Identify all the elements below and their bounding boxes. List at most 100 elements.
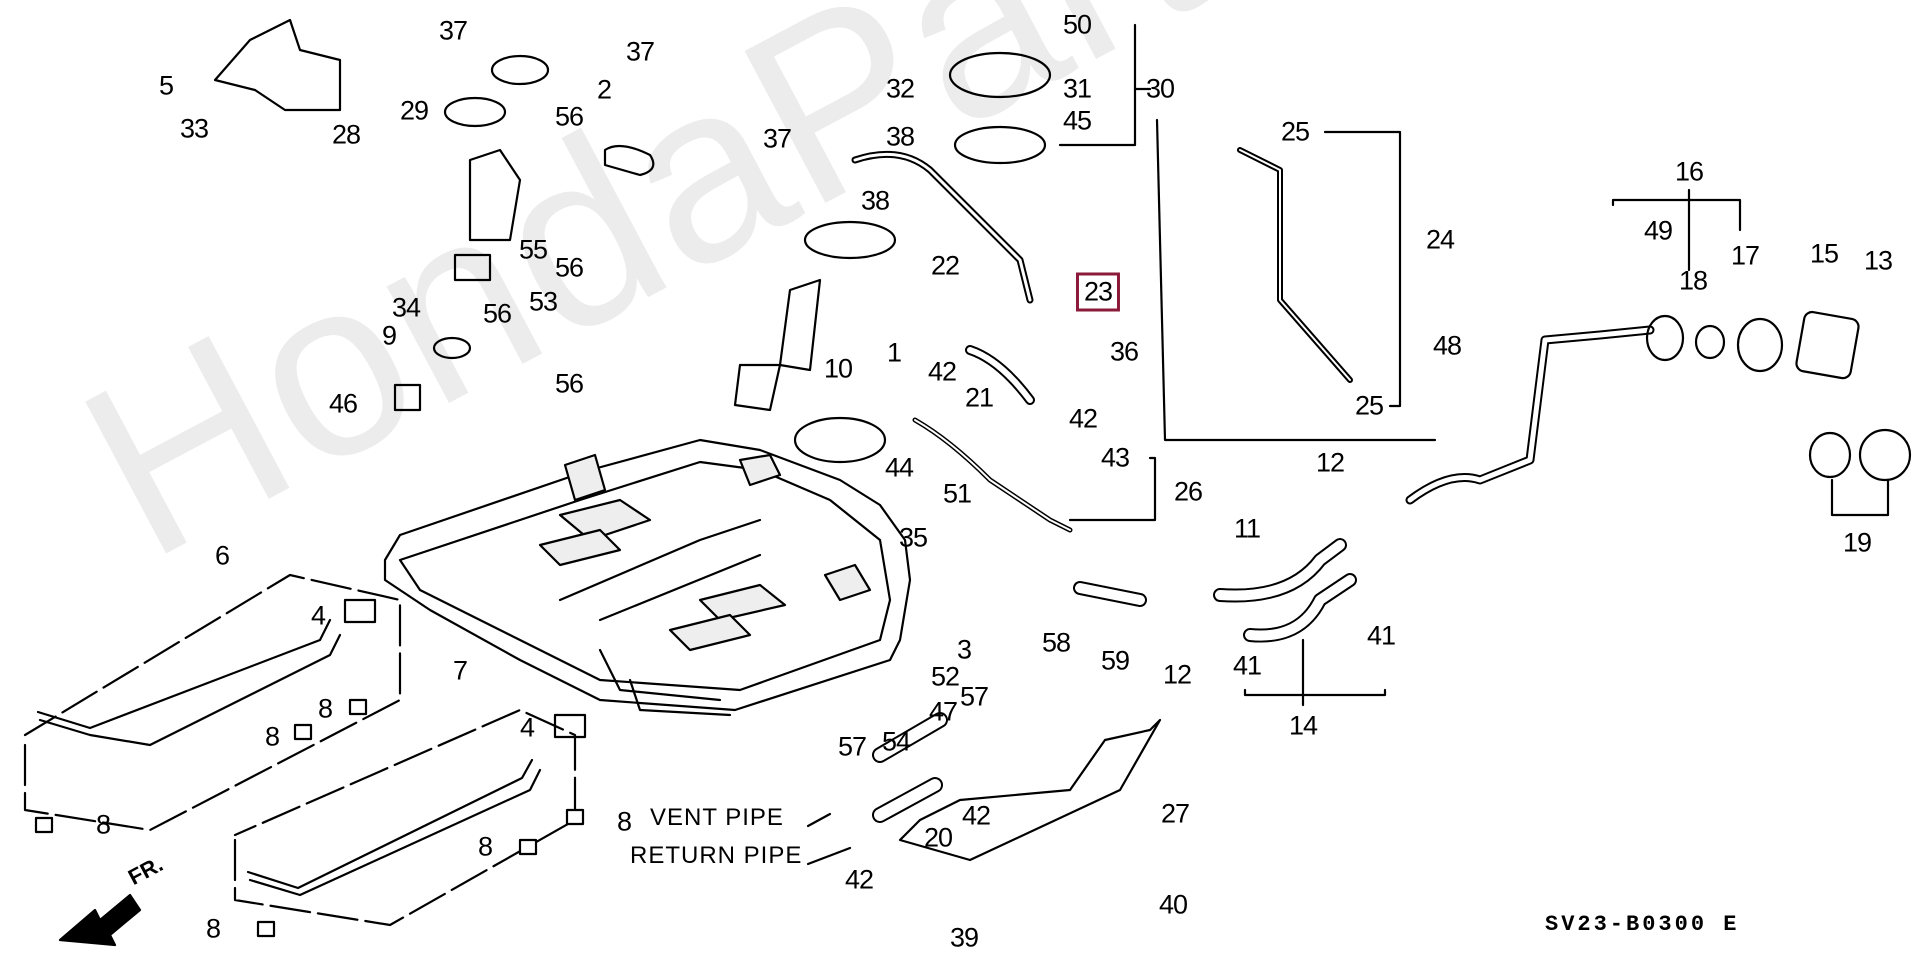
- protector-27: [898, 718, 1162, 862]
- bracket-4-b: [553, 713, 587, 739]
- callout-part-12[interactable]: 12: [1315, 447, 1345, 478]
- callout-part-42[interactable]: 42: [961, 800, 991, 831]
- bracket-4-a: [343, 598, 377, 624]
- callout-part-36[interactable]: 36: [1109, 336, 1139, 367]
- fuel-gauge-sender-28: [468, 148, 522, 242]
- callout-part-53[interactable]: 53: [528, 286, 558, 317]
- vent-arrow: [806, 812, 832, 828]
- callout-part-25[interactable]: 25: [1280, 116, 1310, 147]
- callout-part-8[interactable]: 8: [264, 721, 280, 752]
- callout-part-57[interactable]: 57: [837, 731, 867, 762]
- callout-part-42[interactable]: 42: [927, 356, 957, 387]
- callout-part-4[interactable]: 4: [310, 600, 326, 631]
- callout-part-47[interactable]: 47: [928, 696, 958, 727]
- callout-part-22[interactable]: 22: [930, 250, 960, 281]
- callout-part-6[interactable]: 6: [214, 540, 230, 571]
- bolts-8: [34, 698, 585, 938]
- callout-part-12[interactable]: 12: [1162, 659, 1192, 690]
- bracket-5: [213, 18, 342, 112]
- callout-part-48[interactable]: 48: [1432, 330, 1462, 361]
- callout-part-27[interactable]: 27: [1160, 798, 1190, 829]
- base-15: [1795, 310, 1860, 380]
- callout-part-9[interactable]: 9: [381, 320, 397, 351]
- callout-part-54[interactable]: 54: [881, 726, 911, 757]
- callout-part-41[interactable]: 41: [1232, 650, 1262, 681]
- callout-part-41[interactable]: 41: [1366, 620, 1396, 651]
- callout-part-33[interactable]: 33: [179, 113, 209, 144]
- pipe-24: [1237, 147, 1353, 383]
- callout-part-23-highlighted[interactable]: 23: [1075, 272, 1121, 312]
- callout-part-45[interactable]: 45: [1062, 105, 1092, 136]
- sender-float: [453, 253, 492, 282]
- callout-part-34[interactable]: 34: [391, 292, 421, 323]
- callout-part-7[interactable]: 7: [452, 655, 468, 686]
- callout-part-2[interactable]: 2: [596, 74, 612, 105]
- callout-part-32[interactable]: 32: [885, 73, 915, 104]
- callout-part-25[interactable]: 25: [1354, 390, 1384, 421]
- callout-part-40[interactable]: 40: [1158, 889, 1188, 920]
- cap-9: [432, 336, 472, 360]
- callout-part-44[interactable]: 44: [884, 452, 914, 483]
- callout-part-11[interactable]: 11: [1233, 513, 1261, 544]
- callout-part-38[interactable]: 38: [860, 185, 890, 216]
- callout-part-56[interactable]: 56: [554, 252, 584, 283]
- callout-part-46[interactable]: 46: [328, 388, 358, 419]
- callout-part-21[interactable]: 21: [964, 382, 994, 413]
- callout-part-19[interactable]: 19: [1842, 527, 1872, 558]
- valve-2: [603, 144, 655, 177]
- callout-part-31[interactable]: 31: [1062, 73, 1092, 104]
- callout-part-50[interactable]: 50: [1062, 9, 1092, 40]
- callout-part-4[interactable]: 4: [519, 712, 535, 743]
- callout-part-55[interactable]: 55: [518, 234, 548, 265]
- callout-part-8[interactable]: 8: [95, 809, 111, 840]
- callout-part-49[interactable]: 49: [1643, 215, 1673, 246]
- callout-part-13[interactable]: 13: [1863, 245, 1893, 276]
- callout-part-20[interactable]: 20: [923, 822, 953, 853]
- callout-part-58[interactable]: 58: [1041, 627, 1071, 658]
- pump-cover-31: [948, 51, 1052, 99]
- callout-part-39[interactable]: 39: [949, 922, 979, 953]
- callout-part-18[interactable]: 18: [1678, 265, 1708, 296]
- callout-part-35[interactable]: 35: [898, 522, 928, 553]
- callout-part-30[interactable]: 30: [1145, 73, 1175, 104]
- callout-part-15[interactable]: 15: [1809, 238, 1839, 269]
- callout-part-8[interactable]: 8: [317, 693, 333, 724]
- callout-part-56[interactable]: 56: [482, 298, 512, 329]
- callout-part-28[interactable]: 28: [331, 119, 361, 150]
- callout-part-38[interactable]: 38: [885, 121, 915, 152]
- callout-part-16[interactable]: 16: [1674, 156, 1704, 187]
- fuel-cap-19: [1858, 428, 1912, 482]
- callout-part-10[interactable]: 10: [823, 353, 853, 384]
- callout-part-42[interactable]: 42: [844, 864, 874, 895]
- callout-part-24[interactable]: 24: [1425, 224, 1455, 255]
- callout-part-43[interactable]: 43: [1100, 442, 1130, 473]
- gasket-10: [793, 416, 887, 464]
- callout-part-37[interactable]: 37: [625, 36, 655, 67]
- callout-part-1[interactable]: 1: [886, 337, 902, 368]
- front-arrow-icon: [58, 893, 142, 947]
- callout-part-5[interactable]: 5: [158, 70, 174, 101]
- callout-part-29[interactable]: 29: [399, 95, 429, 126]
- callout-part-8[interactable]: 8: [616, 806, 632, 837]
- callout-part-56[interactable]: 56: [554, 101, 584, 132]
- band-18: [1694, 324, 1726, 360]
- tank-strap-7: [233, 708, 577, 927]
- callout-part-3[interactable]: 3: [956, 634, 972, 665]
- callout-part-17[interactable]: 17: [1730, 240, 1760, 271]
- callout-part-56[interactable]: 56: [554, 368, 584, 399]
- callout-part-37[interactable]: 37: [438, 15, 468, 46]
- callout-part-59[interactable]: 59: [1100, 645, 1130, 676]
- callout-part-51[interactable]: 51: [942, 478, 972, 509]
- callout-part-14[interactable]: 14: [1288, 710, 1318, 741]
- callout-part-37[interactable]: 37: [762, 123, 792, 154]
- return-pipe-label: RETURN PIPE: [630, 842, 803, 869]
- callout-part-57[interactable]: 57: [959, 681, 989, 712]
- pipe-26: [912, 417, 1073, 533]
- callout-part-8[interactable]: 8: [477, 831, 493, 862]
- gasket-30: [953, 125, 1047, 165]
- callout-part-8[interactable]: 8: [205, 913, 221, 944]
- callout-part-52[interactable]: 52: [930, 661, 960, 692]
- callout-part-26[interactable]: 26: [1173, 476, 1203, 507]
- callout-part-42[interactable]: 42: [1068, 403, 1098, 434]
